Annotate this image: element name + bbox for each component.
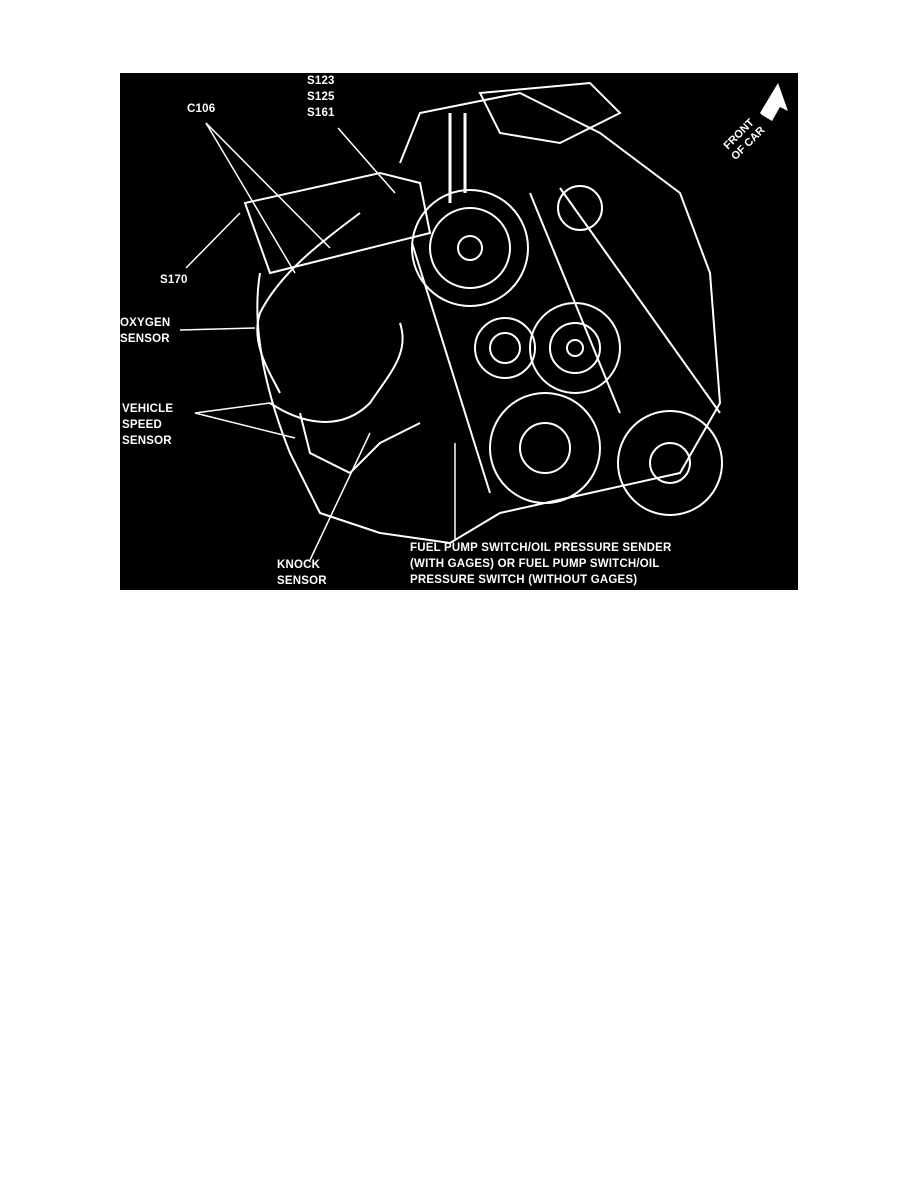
ac-compressor bbox=[617, 410, 723, 516]
label-s125: S125 bbox=[307, 91, 335, 103]
label-line: SENSOR bbox=[120, 333, 170, 345]
label-line: OXYGEN bbox=[120, 317, 171, 329]
label-s170: S170 bbox=[160, 274, 188, 286]
label-s161: S161 bbox=[307, 107, 335, 119]
tensioner-pulley bbox=[557, 185, 603, 231]
front-arrow-icon bbox=[760, 83, 788, 121]
engine-block bbox=[256, 91, 722, 545]
label-vehicle-speed-sensor: VEHICLE SPEED SENSOR bbox=[122, 401, 173, 449]
idler-pulley bbox=[474, 317, 536, 379]
engine-component-locator-diagram: S123 S125 S161 C106 S170 OXYGEN SENSOR V… bbox=[120, 73, 798, 590]
serpentine-belt bbox=[411, 187, 721, 494]
leader-c106-a bbox=[205, 122, 296, 274]
crank-pulley-upper bbox=[411, 189, 529, 307]
label-line: SPEED bbox=[122, 419, 162, 431]
leader-s170 bbox=[185, 212, 241, 269]
power-steering-pulley bbox=[489, 392, 601, 504]
label-splices-top: S123 S125 S161 bbox=[307, 73, 335, 121]
label-line: FUEL PUMP SWITCH/OIL PRESSURE SENDER bbox=[410, 542, 672, 554]
label-fuel-pump-switch: FUEL PUMP SWITCH/OIL PRESSURE SENDER (WI… bbox=[410, 540, 672, 588]
leader-vss-b bbox=[194, 412, 296, 439]
label-line: SENSOR bbox=[122, 435, 172, 447]
leader-oxygen bbox=[179, 327, 256, 331]
leader-vss-a bbox=[194, 402, 271, 414]
label-oxygen-sensor: OXYGEN SENSOR bbox=[120, 315, 170, 347]
label-line: PRESSURE SWITCH (WITHOUT GAGES) bbox=[410, 574, 638, 586]
label-s123: S123 bbox=[307, 75, 335, 87]
intake-manifold bbox=[243, 171, 432, 275]
label-line: SENSOR bbox=[277, 575, 327, 587]
label-line: KNOCK bbox=[277, 559, 321, 571]
label-c106: C106 bbox=[187, 103, 216, 115]
leader-s123 bbox=[337, 127, 396, 194]
label-line: VEHICLE bbox=[122, 403, 174, 415]
engine-line-drawing bbox=[179, 81, 788, 561]
label-line: (WITH GAGES) OR FUEL PUMP SWITCH/OIL bbox=[410, 558, 660, 570]
leader-c106-b bbox=[205, 122, 331, 249]
valve-cover bbox=[478, 81, 622, 145]
label-knock-sensor: KNOCK SENSOR bbox=[277, 557, 327, 589]
leader-lines bbox=[179, 122, 456, 561]
leader-knock bbox=[309, 432, 371, 561]
